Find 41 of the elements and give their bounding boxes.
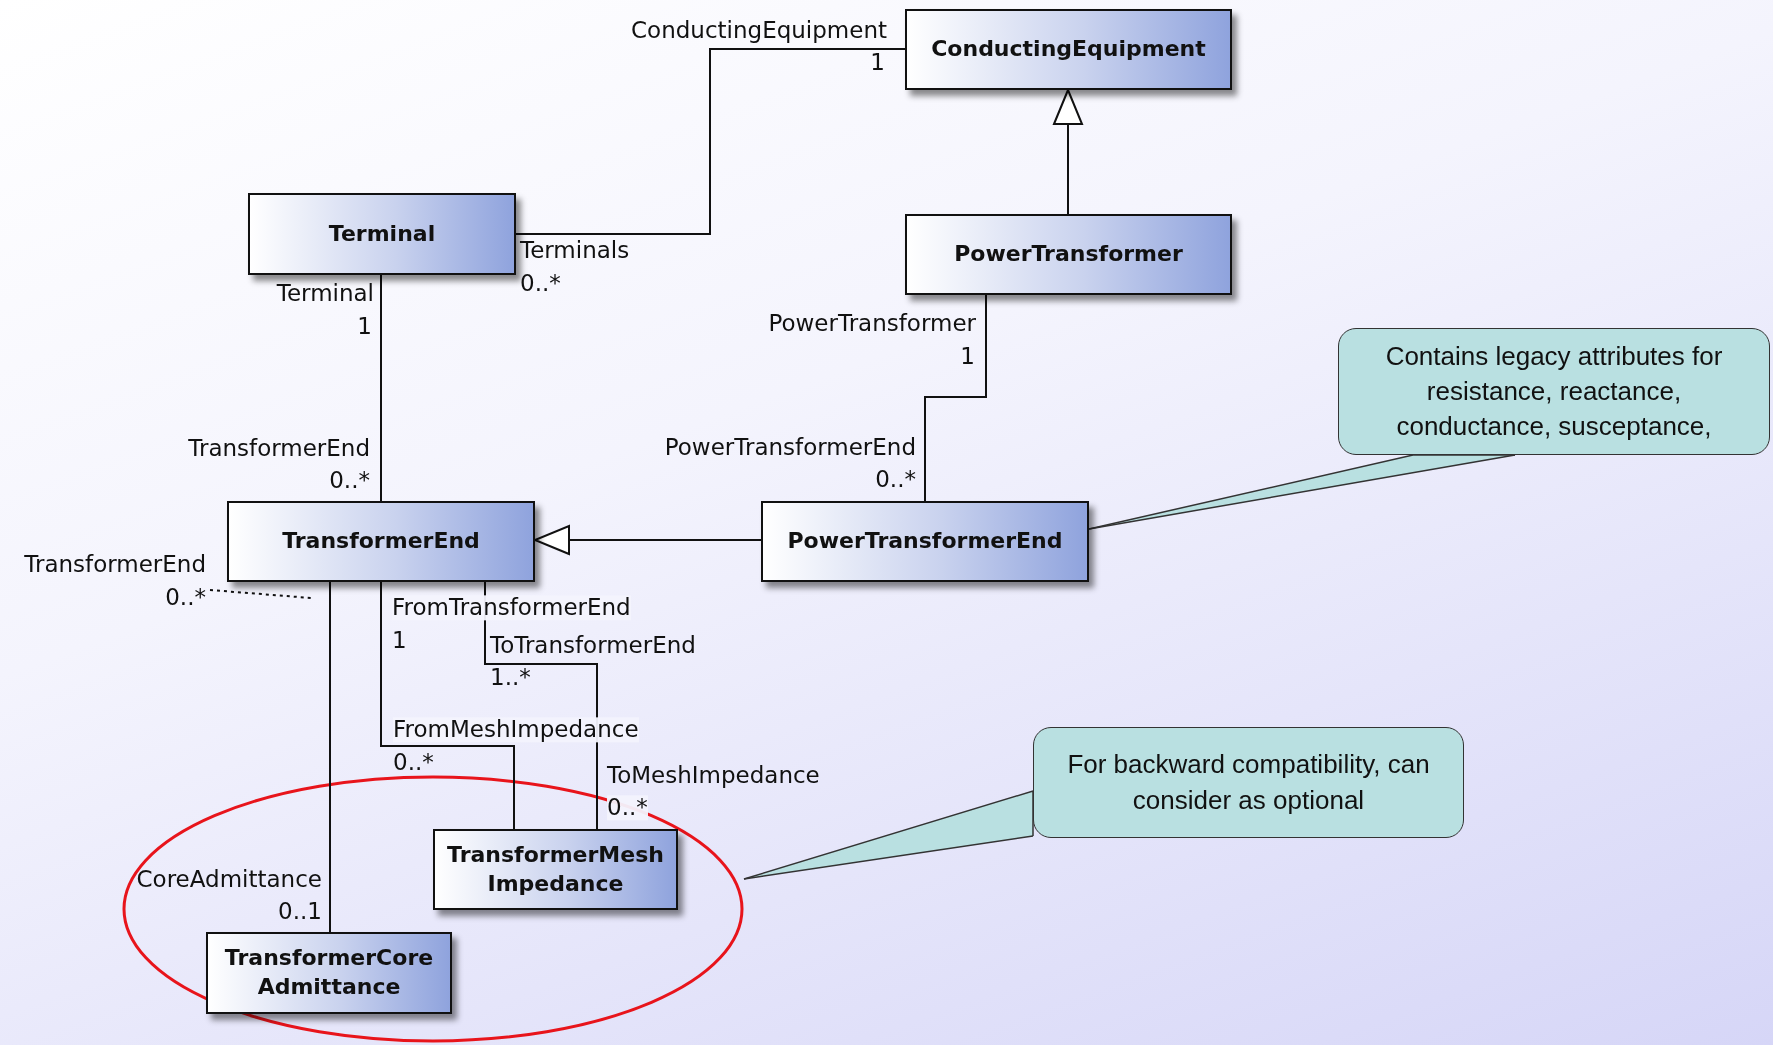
class-box: Terminal: [248, 193, 516, 275]
association-line: [515, 48, 906, 235]
note-callout: Contains legacy attributes for resistance, reactance, conductance, susceptance,: [1338, 328, 1770, 455]
role-label: ToMeshImpedance: [607, 763, 820, 789]
multiplicity-label: 0..*: [607, 795, 648, 821]
association-line: [380, 274, 382, 502]
association-line: [380, 581, 515, 830]
generalization-arrow: [1053, 89, 1083, 215]
role-label: PowerTransformerEnd: [664, 435, 916, 461]
multiplicity-label: 0..1: [278, 899, 322, 925]
multiplicity-label: 1: [357, 314, 372, 340]
class-box: TransformerMesh Impedance: [433, 829, 678, 910]
note-callout: For backward compatibility, can consider as optional: [1033, 727, 1464, 838]
class-box: PowerTransformerEnd: [761, 501, 1089, 582]
role-label: CoreAdmittance: [136, 867, 322, 893]
multiplicity-label: 0..*: [165, 585, 206, 611]
role-label: Terminal: [276, 281, 374, 307]
association-line: [329, 581, 331, 933]
association-line: [924, 294, 987, 502]
role-label: FromMeshImpedance: [393, 717, 639, 743]
class-box: TransformerEnd: [227, 501, 535, 582]
generalization-arrow: [534, 525, 762, 555]
role-label: TransformerEnd: [24, 552, 206, 578]
role-label: TransformerEnd: [188, 436, 370, 462]
role-label: Terminals: [520, 238, 630, 264]
multiplicity-label: 0..*: [875, 467, 916, 493]
role-label: ToTransformerEnd: [490, 633, 696, 659]
role-label: PowerTransformer: [768, 311, 976, 337]
role-label: FromTransformerEnd: [392, 595, 631, 621]
class-box: TransformerCore Admittance: [206, 932, 452, 1014]
class-box: PowerTransformer: [905, 214, 1232, 295]
association-line: [484, 581, 598, 830]
multiplicity-label: 0..*: [520, 271, 561, 297]
class-box: ConductingEquipment: [905, 9, 1232, 90]
multiplicity-label: 0..*: [393, 750, 434, 776]
multiplicity-label: 1..*: [490, 665, 531, 691]
role-label: ConductingEquipment: [631, 18, 887, 44]
multiplicity-label: 0..*: [329, 468, 370, 494]
multiplicity-label: 1: [960, 344, 975, 370]
multiplicity-label: 1: [870, 50, 885, 76]
multiplicity-label: 1: [392, 628, 407, 654]
